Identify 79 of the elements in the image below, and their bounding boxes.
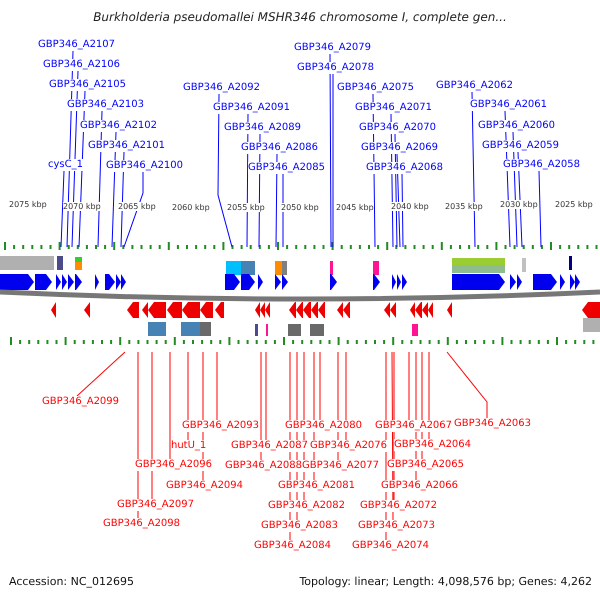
scale-label: 2035 kbp — [445, 202, 483, 211]
scale-label: 2070 kbp — [63, 202, 101, 211]
gene-label: GBP346_A2097 — [117, 499, 194, 511]
gene-label: GBP346_A2088 — [225, 460, 302, 472]
leader-line — [446, 352, 488, 418]
gene-label: GBP346_A2064 — [394, 439, 472, 451]
leader-line — [260, 352, 262, 460]
leader-line — [402, 174, 404, 248]
gene-label: GBP346_A2071 — [355, 102, 432, 114]
gene-label: GBP346_A2068 — [366, 162, 444, 174]
gene-label: GBP346_A2066 — [381, 480, 458, 492]
leader-line — [276, 154, 278, 248]
gene-label: GBP346_A2100 — [106, 160, 184, 172]
gene-label: GBP346_A2073 — [358, 520, 436, 532]
gene-label: GBP346_A2072 — [360, 500, 438, 512]
gene-label: GBP346_A2084 — [254, 540, 332, 552]
gene-label: GBP346_A2060 — [478, 120, 556, 132]
scale-label: 2045 kbp — [336, 203, 374, 212]
leader-line — [330, 54, 332, 248]
gene-label: GBP346_A2093 — [182, 420, 260, 432]
gene-label: GBP346_A2081 — [278, 480, 356, 492]
gene-label: GBP346_A2063 — [454, 418, 532, 430]
gene-label: GBP346_A2067 — [375, 420, 452, 432]
gene-label: GBP346_A2065 — [387, 459, 464, 471]
summary-text: Topology: linear; Length: 4,098,576 bp; Genes: 4,262 — [299, 575, 592, 589]
gene-label: GBP346_A2102 — [80, 120, 158, 132]
scale-label: 2030 kbp — [500, 200, 538, 209]
leader-line — [124, 172, 144, 248]
leader-line — [216, 352, 218, 420]
gene-label: GBP346_A2087 — [231, 440, 308, 452]
gene-label: GBP346_A2089 — [224, 122, 302, 134]
gene-label: GBP346_A2105 — [49, 79, 126, 91]
leader-line — [60, 170, 64, 248]
leader-line — [538, 170, 542, 248]
gene-label: GBP346_A2086 — [241, 142, 318, 154]
gene-label: GBP346_A2058 — [503, 159, 580, 171]
gene-label: GBP346_A2098 — [103, 518, 180, 530]
title: Burkholderia pseudomallei MSHR346 chromosome I, complete gen... — [92, 10, 508, 24]
leader-line — [282, 174, 284, 248]
gene-label: GBP346_A2092 — [183, 82, 260, 94]
leader-line — [76, 352, 126, 396]
scale-label: 2040 kbp — [391, 202, 429, 211]
gene-label: GBP346_A2077 — [302, 460, 380, 472]
gene-label: GBP346_A2074 — [352, 540, 430, 552]
gene-label: GBP346_A2079 — [294, 42, 372, 54]
gene-label: GBP346_A2082 — [268, 500, 346, 512]
scale-label: 2055 kbp — [227, 203, 265, 212]
gene-label: GBP346_A2096 — [135, 459, 212, 471]
gene-label: GBP346_A2094 — [166, 480, 244, 492]
gene-label: hutU_1 — [171, 440, 206, 452]
scale-label: 2050 kbp — [281, 203, 319, 212]
scale-label: 2060 kbp — [172, 203, 210, 212]
leader-line — [428, 352, 430, 440]
scale-label: 2065 kbp — [118, 202, 156, 211]
gene-label: GBP346_A2091 — [213, 102, 290, 114]
gene-label: GBP346_A2061 — [470, 99, 548, 111]
gene-label: GBP346_A2101 — [88, 140, 166, 152]
gene-label: GBP346_A2059 — [482, 140, 560, 152]
gene-label: cysC_1 — [48, 159, 83, 171]
accession-text: Accession: NC_012695 — [9, 575, 134, 589]
gene-label: GBP346_A2062 — [436, 80, 514, 92]
leader-line — [472, 92, 476, 248]
gene-label: GBP346_A2107 — [38, 39, 116, 51]
gene-label: GBP346_A2103 — [67, 99, 144, 111]
gene-label: GBP346_A2069 — [361, 142, 438, 154]
leader-line — [218, 94, 232, 248]
scale-label: 2025 kbp — [555, 200, 593, 209]
gene-label: GBP346_A2085 — [248, 162, 326, 174]
gene-label: GBP346_A2099 — [42, 396, 120, 408]
leader-line — [332, 74, 334, 248]
gene-label: GBP346_A2076 — [310, 440, 388, 452]
gene-label: GBP346_A2080 — [285, 420, 362, 432]
gene-label: GBP346_A2106 — [43, 59, 120, 71]
gene-label: GBP346_A2083 — [261, 520, 338, 532]
gene-label: GBP346_A2075 — [337, 82, 414, 94]
leader-line — [408, 352, 410, 420]
gene-label: GBP346_A2078 — [297, 62, 374, 74]
gene-label: GBP346_A2070 — [359, 122, 436, 134]
scale-label: 2075 kbp — [9, 200, 47, 209]
